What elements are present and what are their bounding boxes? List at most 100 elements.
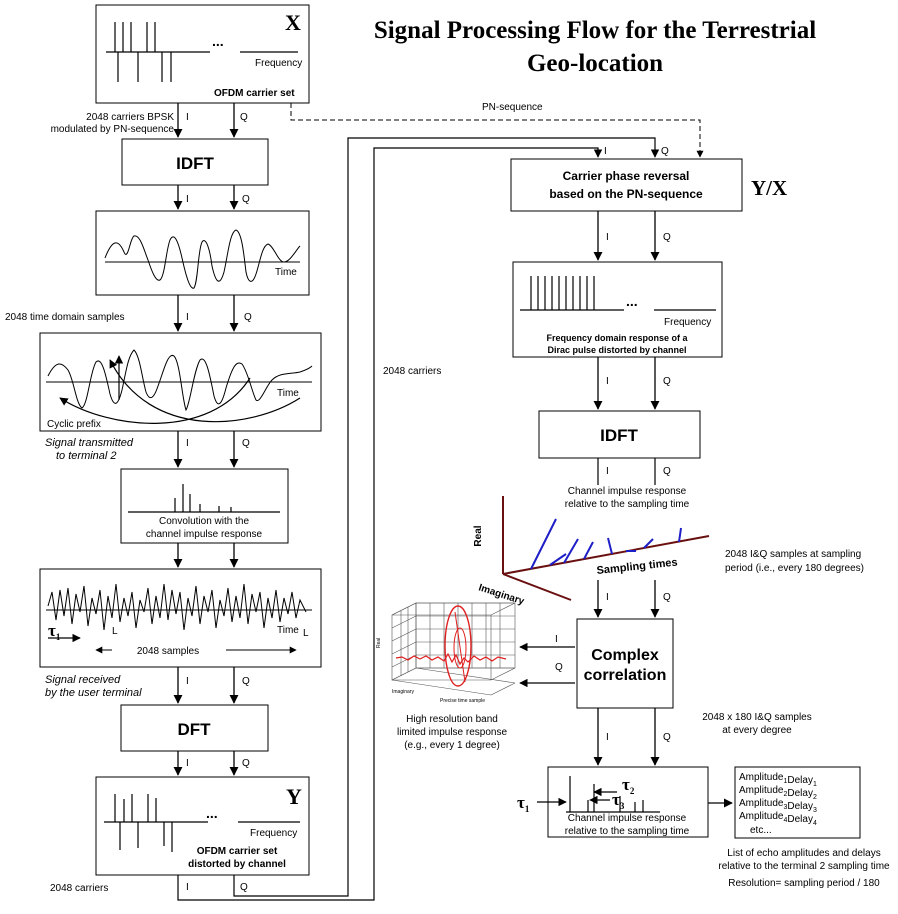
- high-res-caption-1: High resolution band: [406, 714, 498, 725]
- final-impulse-box: τ2 τ3 Channel impulse response relative …: [547, 766, 709, 838]
- amplitude-delay-amplitude: Amplitude: [739, 811, 784, 822]
- amplitude-delay-delay-sub: 4: [813, 820, 817, 827]
- carrier-set-spectrum-icon: [106, 22, 298, 82]
- complex-title-1: Complex: [591, 647, 659, 664]
- i-label: I: [186, 112, 189, 123]
- etc-label: etc...: [750, 825, 772, 836]
- ellipsis-text: ...: [626, 293, 638, 309]
- channel-impulse-3d-sketch: Channel impulse response relative to the…: [473, 486, 710, 608]
- i-label: I: [186, 438, 189, 449]
- idft-box-right: IDFT: [538, 410, 701, 459]
- impulse-rel-caption-2: relative to the sampling time: [565, 499, 690, 510]
- convolution-label-1: Convolution with the: [159, 516, 249, 527]
- x180-label-2: at every degree: [722, 725, 792, 736]
- ofdm-carrier-set-caption: OFDM carrier set: [214, 88, 295, 99]
- high-res-3d-plot: Real Imaginary Precise time sample: [376, 602, 516, 704]
- dirac-caption-1: Frequency domain response of a: [546, 333, 688, 343]
- amplitude-delay-delay: Delay: [787, 814, 813, 825]
- i-label: I: [606, 592, 609, 603]
- phase-reversal-line-2: based on the PN-sequence: [549, 187, 703, 201]
- i-label: I: [606, 466, 609, 477]
- sampling-times-label: Sampling times: [596, 557, 678, 577]
- impulse-rel-caption-1: Channel impulse response: [568, 486, 687, 497]
- frequency-label: Frequency: [255, 58, 302, 69]
- q-label: Q: [242, 758, 250, 769]
- high-res-caption-3: (e.g., every 1 degree): [404, 740, 500, 751]
- amplitude-delay-amplitude: Amplitude: [739, 772, 784, 783]
- idft-box-left: IDFT: [121, 138, 269, 186]
- i-label: I: [186, 882, 189, 893]
- i-label: I: [186, 194, 189, 205]
- q-label: Q: [240, 882, 248, 893]
- title-line-2: Geo-location: [526, 50, 664, 77]
- symbol-y: Y: [286, 784, 302, 809]
- tau-2-symbol: τ2: [622, 775, 635, 796]
- diagram-title: Signal Processing Flow for the Terrestri…: [310, 14, 880, 80]
- dirac-frequency-box: ... Frequency Frequency domain response …: [512, 261, 723, 358]
- i-label: I: [186, 676, 189, 687]
- signal-transmitted-2: to terminal 2: [56, 450, 117, 462]
- q-label: Q: [661, 146, 669, 157]
- phase-reversal-box: Carrier phase reversal based on the PN-s…: [510, 158, 743, 212]
- carriers-2048-label-right: 2048 carriers: [383, 366, 441, 377]
- list-caption-2: relative to the terminal 2 sampling time: [718, 861, 890, 872]
- resolution-label: Resolution= sampling period / 180: [728, 878, 880, 889]
- svg-text:L: L: [112, 626, 118, 637]
- convolution-box: Convolution with the channel impulse res…: [120, 468, 289, 544]
- svg-text:L: L: [303, 628, 309, 639]
- q-label: Q: [242, 194, 250, 205]
- amplitude-delay-delay-sub: 1: [813, 781, 817, 788]
- i-label: I: [186, 312, 189, 323]
- samples-2048-label: 2048 samples: [137, 646, 199, 657]
- plot3d-precise-label: Precise time sample: [440, 698, 485, 704]
- amplitude-delay-row: Amplitude3Delay3: [739, 798, 817, 814]
- q-label: Q: [663, 732, 671, 743]
- q-label: Q: [242, 438, 250, 449]
- amplitude-delay-amp-sub: 2: [783, 791, 787, 798]
- i-label: I: [606, 732, 609, 743]
- real-axis-label: Real: [473, 525, 484, 546]
- complex-correlation-box: Complex correlation: [576, 618, 674, 709]
- symbol-x: X: [285, 10, 301, 35]
- amplitude-delay-amplitude: Amplitude: [739, 785, 784, 796]
- dirac-caption-2: Dirac pulse distorted by channel: [547, 345, 686, 355]
- q-label: Q: [663, 592, 671, 603]
- amplitude-delay-amp-sub: 4: [783, 817, 787, 824]
- dft-box: DFT: [120, 704, 269, 752]
- i-label: I: [606, 376, 609, 387]
- frequency-label: Frequency: [664, 317, 711, 328]
- amplitude-delay-amp-sub: 3: [783, 804, 787, 811]
- i-label: I: [606, 232, 609, 243]
- signal-received-2: by the user terminal: [45, 687, 142, 699]
- carriers-2048-label-left: 2048 carriers: [50, 883, 108, 894]
- q-label: Q: [663, 376, 671, 387]
- i-label: I: [186, 758, 189, 769]
- tau-1-symbol: τ1: [48, 621, 61, 642]
- tau-3-symbol: τ3: [612, 790, 625, 811]
- amplitude-delay-amp-sub: 1: [783, 778, 787, 785]
- distorted-spectrum-icon: [104, 794, 300, 852]
- amplitude-delay-delay-sub: 2: [813, 794, 817, 801]
- amplitude-delay-delay: Delay: [787, 801, 813, 812]
- high-res-caption-2: limited impulse response: [397, 727, 507, 738]
- plot3d-imag-label: Imaginary: [392, 689, 414, 695]
- imaginary-axis-label: Imaginary: [477, 582, 526, 607]
- amplitude-delay-delay: Delay: [787, 788, 813, 799]
- signal-transmitted-1: Signal transmitted: [45, 437, 134, 449]
- cyclic-prefix-label: Cyclic prefix: [47, 419, 101, 430]
- amplitude-delay-row: Amplitude1Delay1: [739, 772, 817, 788]
- idft-title: IDFT: [600, 426, 638, 445]
- iq-samples-label-1: 2048 I&Q samples at sampling: [725, 549, 861, 560]
- dft-title: DFT: [177, 720, 211, 739]
- q-label: Q: [244, 312, 252, 323]
- pn-sequence-label: PN-sequence: [482, 102, 543, 113]
- amplitude-delay-delay: Delay: [787, 775, 813, 786]
- q-label: Q: [663, 466, 671, 477]
- dirac-spectrum-icon: [520, 276, 716, 311]
- phase-reversal-line-1: Carrier phase reversal: [563, 169, 690, 183]
- channel-impulse-icon: [128, 484, 280, 513]
- i-label: I: [604, 146, 607, 157]
- q-label: Q: [555, 662, 563, 673]
- final-impulse-caption-1: Channel impulse response: [568, 813, 687, 824]
